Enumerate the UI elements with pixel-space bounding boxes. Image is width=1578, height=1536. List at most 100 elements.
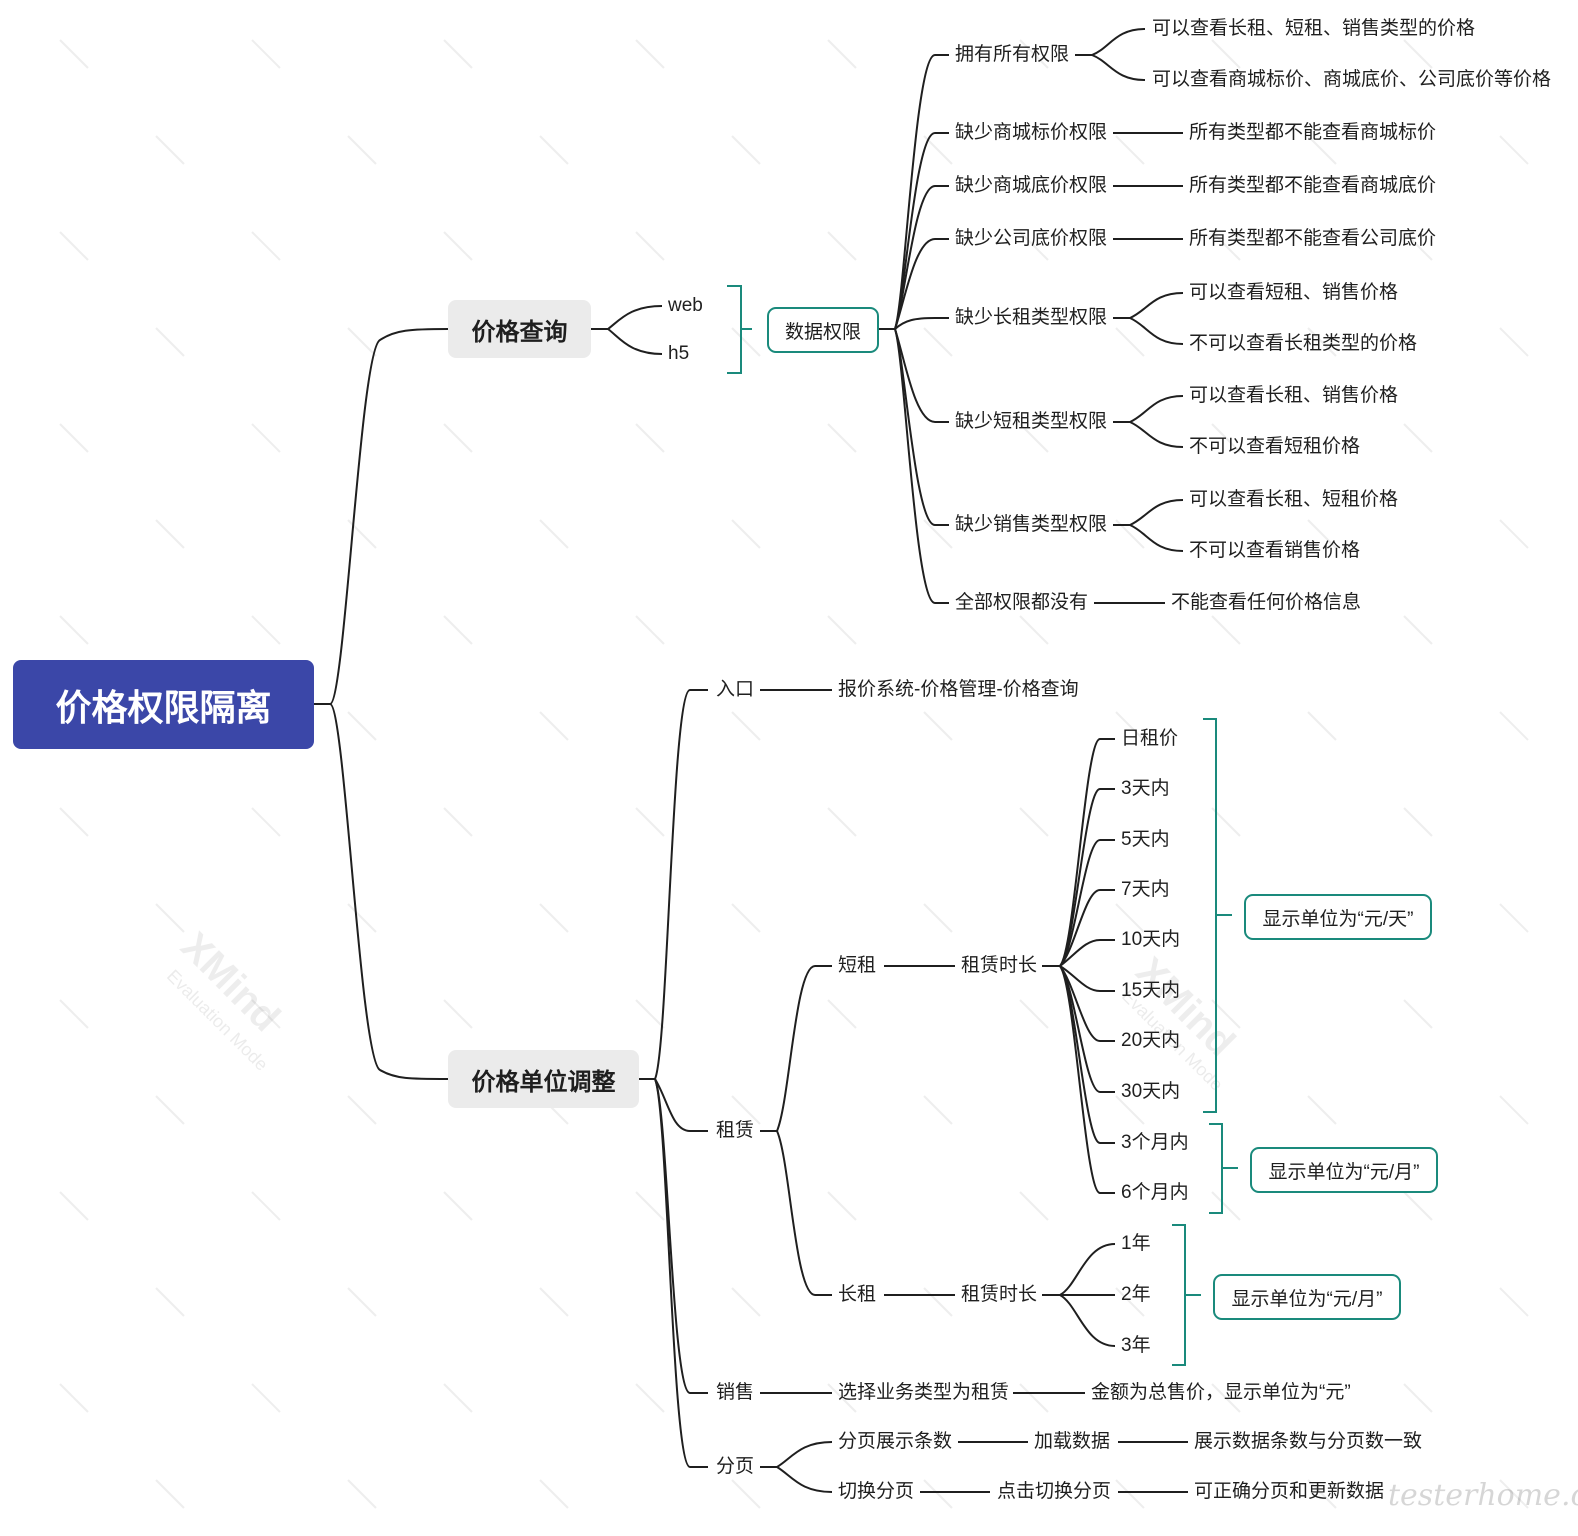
bg-pattern-stroke (731, 711, 761, 741)
lease-node[interactable]: 租赁 (716, 1120, 755, 1141)
sale-condition[interactable]: 选择业务类型为租赁 (838, 1382, 1010, 1403)
bg-pattern-stroke (539, 1479, 569, 1509)
rule-no-sale-result-2[interactable]: 不可以查看销售价格 (1189, 540, 1361, 561)
paging-page-size-result[interactable]: 展示数据条数与分页数一致 (1194, 1431, 1423, 1452)
branch-price-query[interactable]: 价格查询 (448, 300, 591, 358)
period-3-years[interactable]: 3年 (1121, 1335, 1151, 1356)
unit-per-month-note-long[interactable]: 显示单位为“元/月” (1213, 1274, 1401, 1320)
rule-no-long-rent-result-2[interactable]: 不可以查看长租类型的价格 (1189, 333, 1418, 354)
branch-price-unit[interactable]: 价格单位调整 (448, 1050, 639, 1108)
paging-page-size[interactable]: 分页展示条数 (838, 1431, 953, 1452)
rule-no-short-rent-result-1[interactable]: 可以查看长租、销售价格 (1189, 385, 1399, 406)
bg-pattern-stroke (155, 903, 185, 933)
root-topic[interactable]: 价格权限隔离 (13, 660, 314, 749)
period-3-months[interactable]: 3个月内 (1121, 1132, 1189, 1153)
bg-pattern-stroke (59, 999, 89, 1029)
paging-switch-page[interactable]: 切换分页 (838, 1481, 915, 1502)
bg-pattern-stroke (1499, 1095, 1529, 1125)
bg-pattern-stroke (635, 1383, 665, 1413)
period-daily[interactable]: 日租价 (1121, 728, 1179, 749)
bg-pattern-stroke (59, 615, 89, 645)
long-rent-node[interactable]: 长租 (838, 1284, 877, 1305)
rule-no-mall-list-price-result[interactable]: 所有类型都不能查看商城标价 (1189, 122, 1437, 143)
rule-no-sale-result-1[interactable]: 可以查看长租、短租价格 (1189, 489, 1399, 510)
rule-no-long-rent[interactable]: 缺少长租类型权限 (955, 307, 1108, 328)
rule-no-short-rent[interactable]: 缺少短租类型权限 (955, 411, 1108, 432)
entry-node[interactable]: 入口 (716, 679, 755, 700)
unit-per-month-note-short[interactable]: 显示单位为“元/月” (1250, 1147, 1438, 1193)
bg-pattern-stroke (155, 1095, 185, 1125)
rule-no-permissions-result[interactable]: 不能查看任何价格信息 (1171, 592, 1362, 613)
bg-pattern-stroke (443, 999, 473, 1029)
bg-pattern-stroke (1307, 135, 1337, 165)
platform-web[interactable]: web (668, 295, 703, 316)
unit-per-day-note[interactable]: 显示单位为“元/天” (1244, 894, 1432, 940)
period-10-days[interactable]: 10天内 (1121, 929, 1181, 950)
rule-no-company-floor-price-result[interactable]: 所有类型都不能查看公司底价 (1189, 228, 1437, 249)
bg-pattern-stroke (59, 231, 89, 261)
bg-pattern-stroke (443, 39, 473, 69)
period-3-days[interactable]: 3天内 (1121, 778, 1170, 799)
period-2-years[interactable]: 2年 (1121, 1284, 1151, 1305)
bg-pattern-stroke (923, 327, 953, 357)
bg-pattern-stroke (1211, 423, 1241, 453)
bg-pattern-stroke (1499, 135, 1529, 165)
sale-node[interactable]: 销售 (716, 1382, 755, 1403)
rule-no-mall-floor-price-result[interactable]: 所有类型都不能查看商城底价 (1189, 175, 1437, 196)
period-20-days[interactable]: 20天内 (1121, 1030, 1181, 1051)
period-5-days[interactable]: 5天内 (1121, 829, 1170, 850)
bg-pattern-stroke (635, 423, 665, 453)
paging-switch-result[interactable]: 可正确分页和更新数据 (1194, 1481, 1385, 1502)
rule-no-sale[interactable]: 缺少销售类型权限 (955, 514, 1108, 535)
bg-pattern-stroke (443, 807, 473, 837)
rule-all-permissions-result-1[interactable]: 可以查看长租、短租、销售类型的价格 (1152, 18, 1476, 39)
paging-click-switch[interactable]: 点击切换分页 (997, 1481, 1112, 1502)
bg-pattern-stroke (443, 1191, 473, 1221)
rule-no-short-rent-result-2[interactable]: 不可以查看短租价格 (1189, 436, 1361, 457)
bg-pattern-stroke (1019, 807, 1049, 837)
bg-pattern-stroke (923, 519, 953, 549)
platform-h5[interactable]: h5 (668, 343, 690, 364)
rule-no-long-rent-result-1[interactable]: 可以查看短租、销售价格 (1189, 282, 1399, 303)
bg-pattern-stroke (1403, 39, 1433, 69)
bg-pattern-stroke (539, 711, 569, 741)
paging-load-data[interactable]: 加载数据 (1034, 1431, 1111, 1452)
bg-pattern-stroke (731, 519, 761, 549)
period-7-days[interactable]: 7天内 (1121, 879, 1170, 900)
paging-node[interactable]: 分页 (716, 1456, 755, 1477)
bg-pattern-stroke (59, 807, 89, 837)
bg-pattern-stroke (827, 1383, 857, 1413)
bg-pattern-stroke (1019, 615, 1049, 645)
bg-pattern-stroke (1403, 1383, 1433, 1413)
data-permission-node[interactable]: 数据权限 (767, 307, 879, 353)
short-rent-node[interactable]: 短租 (838, 955, 877, 976)
short-rent-duration[interactable]: 租赁时长 (961, 955, 1038, 976)
bg-pattern-stroke (155, 1479, 185, 1509)
rule-no-mall-floor-price[interactable]: 缺少商城底价权限 (955, 175, 1108, 196)
bg-pattern-stroke (827, 423, 857, 453)
bg-pattern-stroke (1115, 1287, 1145, 1317)
long-rent-duration[interactable]: 租赁时长 (961, 1284, 1038, 1305)
rule-no-permissions[interactable]: 全部权限都没有 (955, 592, 1089, 613)
rule-all-permissions[interactable]: 拥有所有权限 (955, 44, 1070, 65)
bg-pattern-stroke (1115, 135, 1145, 165)
rule-all-permissions-result-2[interactable]: 可以查看商城标价、商城底价、公司底价等价格 (1152, 69, 1552, 90)
bg-pattern-stroke (443, 1383, 473, 1413)
period-15-days[interactable]: 15天内 (1121, 980, 1181, 1001)
bg-pattern-stroke (1307, 1479, 1337, 1509)
entry-path[interactable]: 报价系统-价格管理-价格查询 (838, 679, 1079, 700)
bg-pattern-stroke (347, 1095, 377, 1125)
bg-pattern-stroke (1211, 1191, 1241, 1221)
sale-result[interactable]: 金额为总售价，显示单位为“元” (1091, 1382, 1351, 1403)
bg-pattern-stroke (347, 711, 377, 741)
bg-pattern-stroke (1115, 711, 1145, 741)
rule-no-mall-list-price[interactable]: 缺少商城标价权限 (955, 122, 1108, 143)
bg-pattern-stroke (1403, 1191, 1433, 1221)
bg-pattern-stroke (539, 903, 569, 933)
rule-no-company-floor-price[interactable]: 缺少公司底价权限 (955, 228, 1108, 249)
period-1-year[interactable]: 1年 (1121, 1233, 1151, 1254)
period-6-months[interactable]: 6个月内 (1121, 1182, 1189, 1203)
bg-pattern-stroke (251, 1383, 281, 1413)
period-30-days[interactable]: 30天内 (1121, 1081, 1181, 1102)
bg-pattern-stroke (731, 327, 761, 357)
